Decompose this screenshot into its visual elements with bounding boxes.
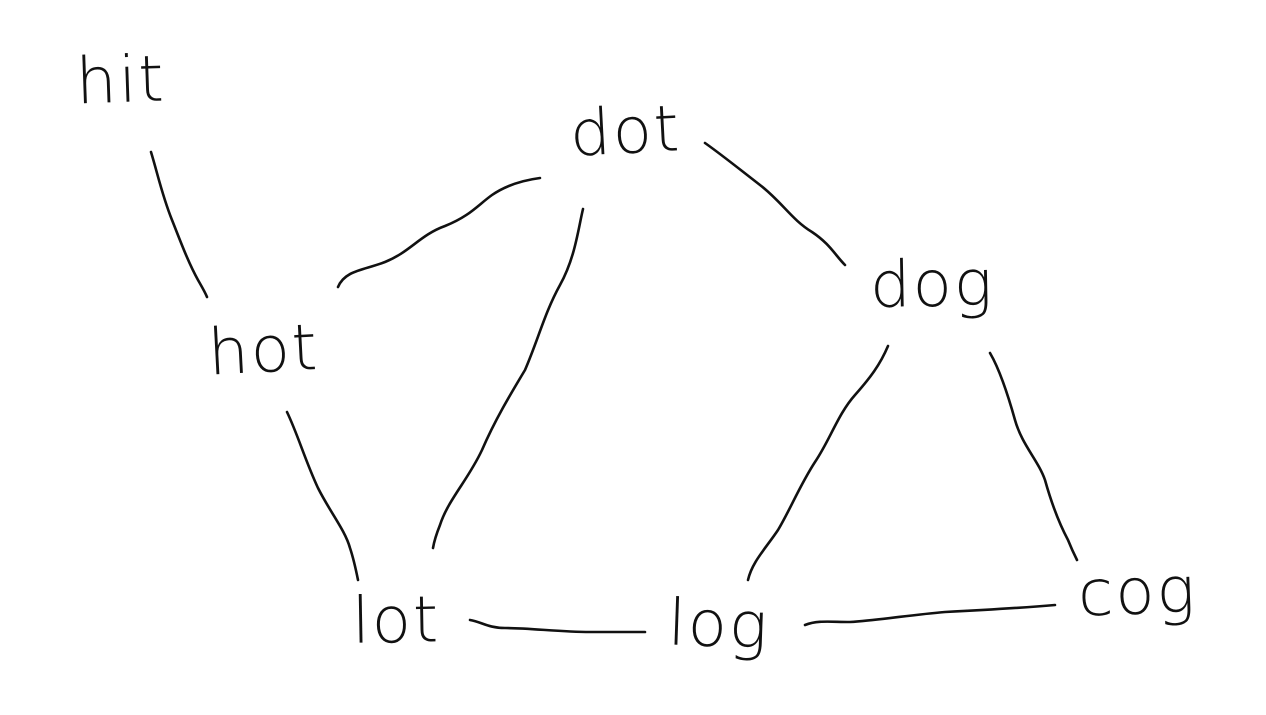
- node-hit: hit: [75, 42, 167, 119]
- node-lot: lot: [351, 583, 440, 659]
- node-dot: dot: [568, 92, 683, 172]
- node-dog: dog: [869, 247, 994, 323]
- edge-hit-hot: [149, 150, 209, 299]
- edge-dot-lot: [431, 207, 585, 550]
- edge-log-cog: [803, 603, 1057, 627]
- edge-lot-log: [468, 618, 647, 634]
- edge-hot-dot: [336, 176, 542, 289]
- edge-hot-lot: [285, 410, 360, 582]
- node-cog: cog: [1077, 554, 1198, 632]
- edge-dog-log: [746, 344, 890, 582]
- node-log: log: [667, 586, 771, 663]
- edge-dog-cog: [988, 351, 1079, 562]
- edge-dot-dog: [703, 141, 847, 267]
- node-hot: hot: [206, 311, 321, 391]
